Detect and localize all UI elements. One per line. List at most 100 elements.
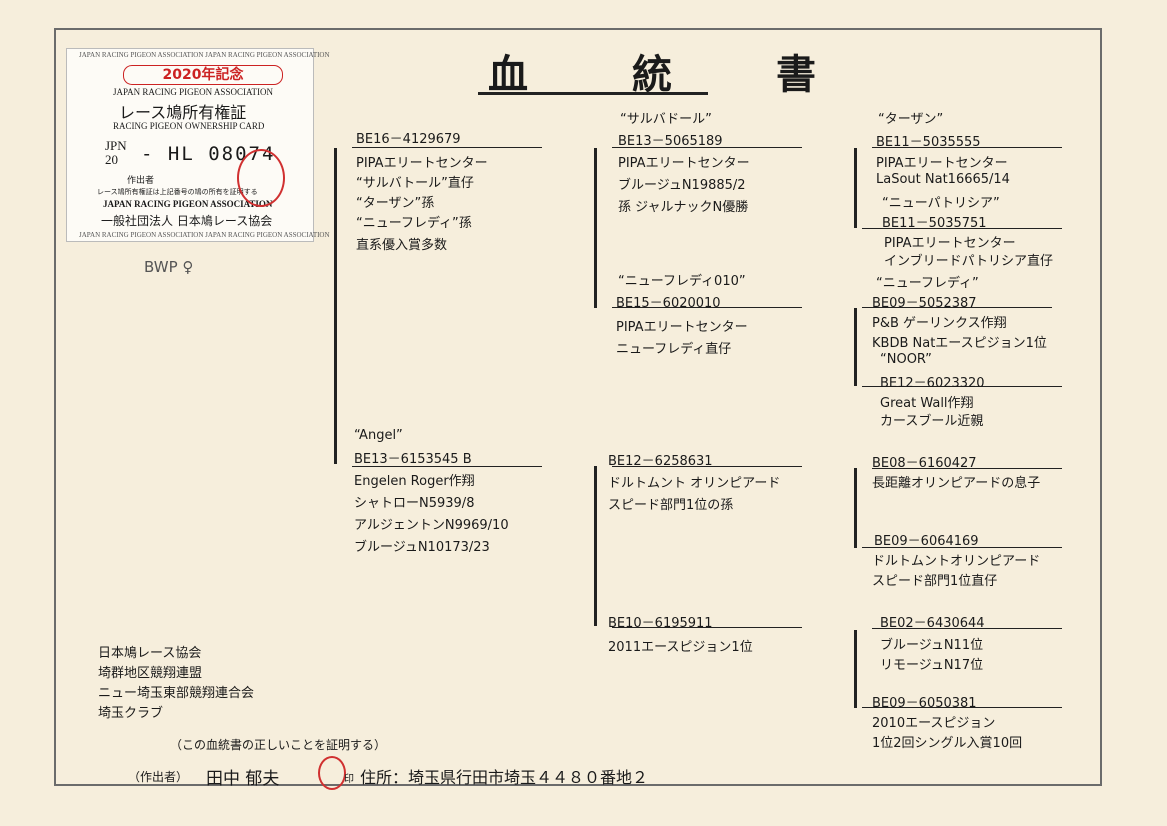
dam-ring: BE13－6153545 B xyxy=(354,452,472,467)
underline-sdd xyxy=(862,386,1062,387)
underline-sire xyxy=(352,147,542,148)
underline-sss xyxy=(872,147,1062,148)
card-border-text-top: JAPAN RACING PIGEON ASSOCIATION JAPAN RA… xyxy=(79,51,330,59)
ownership-card: JAPAN RACING PIGEON ASSOCIATION JAPAN RA… xyxy=(66,48,330,242)
dd-ring: BE10－6195911 xyxy=(608,616,713,631)
dam-name: “Angel” xyxy=(354,428,403,443)
underline-dd xyxy=(612,627,802,628)
card-maker-label: 作出者 xyxy=(127,175,155,185)
page-title: 血 統 書 xyxy=(488,52,848,98)
sdd-line-2: カースブール近親 xyxy=(880,414,984,429)
ds-line-1: ドルトムント オリンピアード xyxy=(608,476,781,491)
org-3: ニュー埼玉東部競翔連合会 xyxy=(98,686,255,701)
underline-ddd xyxy=(862,707,1062,708)
dds-ring: BE02－6430644 xyxy=(880,616,985,631)
sd-line-1: PIPAエリートセンター xyxy=(616,320,748,335)
sd-name: “ニューフレディ010” xyxy=(618,274,746,289)
underline-dsd xyxy=(862,547,1062,548)
sdd-ring: BE12－6023320 xyxy=(880,376,985,391)
document-frame xyxy=(54,28,1102,786)
card-border-text-bottom: JAPAN RACING PIGEON ASSOCIATION JAPAN RA… xyxy=(79,231,330,239)
card-note: レース鳩所有権証は上記番号の鳩の所有を証明する xyxy=(97,188,258,196)
maker-label: （作出者） xyxy=(128,770,189,784)
ddd-ring: BE09－6050381 xyxy=(872,696,977,711)
connector-ss-sd xyxy=(594,148,597,308)
card-assoc-jp: 一般社団法人 日本鳩レース協会 xyxy=(101,214,273,228)
connector-sss-ssd xyxy=(854,148,857,228)
dam-line-3: アルジェントンN9969/10 xyxy=(354,518,509,533)
card-2020-stamp: 2020年記念 xyxy=(123,65,283,85)
underline-ss xyxy=(612,147,802,148)
sss-line-2: LaSout Nat16665/14 xyxy=(876,172,1010,187)
underline-sds xyxy=(862,307,1052,308)
connector-dss-dsd xyxy=(854,468,857,548)
ss-line-2: ブルージュN19885/2 xyxy=(618,178,746,193)
sss-ring: BE11－5035555 xyxy=(876,135,981,150)
sds-line-1: P&B ゲーリンクス作翔 xyxy=(872,316,1007,331)
card-ring-number: - HL 08074 xyxy=(141,143,276,165)
connector-sds-sdd xyxy=(854,308,857,386)
ssd-line-1: PIPAエリートセンター xyxy=(884,236,1016,251)
sds-line-2: KBDB Natエースピジョン1位 xyxy=(872,336,1047,351)
sire-line-4: “ニューフレディ”孫 xyxy=(356,216,472,231)
org-4: 埼玉クラブ xyxy=(98,706,164,721)
card-assoc-en: JAPAN RACING PIGEON ASSOCIATION xyxy=(113,87,273,97)
sire-line-3: “ターザン”孫 xyxy=(356,196,435,211)
connector-sire-dam xyxy=(334,148,337,464)
maker-name: 田中 郁夫 xyxy=(206,769,280,789)
dss-ring: BE08－6160427 xyxy=(872,456,977,471)
address: 住所：埼玉県行田市埼玉４４８０番地２ xyxy=(360,768,649,787)
dsd-line-1: ドルトムントオリンピアード xyxy=(872,554,1041,569)
sd-ring: BE15－6020010 xyxy=(616,296,721,311)
card-subtitle: RACING PIGEON OWNERSHIP CARD xyxy=(113,121,265,131)
ssd-line-2: インブリードパトリシア直仔 xyxy=(884,254,1054,269)
underline-ssd xyxy=(862,228,1062,229)
sdd-line-1: Great Wall作翔 xyxy=(880,396,974,411)
ss-ring: BE13－5065189 xyxy=(618,134,723,149)
dam-line-4: ブルージュN10173/23 xyxy=(354,540,490,555)
sds-ring: BE09－5052387 xyxy=(872,296,977,311)
sire-line-1: PIPAエリートセンター xyxy=(356,156,488,171)
dds-line-1: ブルージュN11位 xyxy=(880,638,984,653)
dss-line-1: 長距離オリンピアードの息子 xyxy=(872,476,1041,491)
certification-note: （この血統書の正しいことを証明する） xyxy=(170,738,387,752)
maker-seal-stamp xyxy=(318,756,346,790)
ddd-line-1: 2010エースピジョン xyxy=(872,716,996,731)
dd-line-1: 2011エースピジョン1位 xyxy=(608,640,753,655)
sdd-name: “NOOR” xyxy=(880,352,932,367)
ss-line-3: 孫 ジャルナックN優勝 xyxy=(618,200,749,215)
card-ring-prefix: JPN 20 xyxy=(105,138,127,167)
card-assoc-en-2: JAPAN RACING PIGEON ASSOCIATION xyxy=(103,199,273,209)
sss-line-1: PIPAエリートセンター xyxy=(876,156,1008,171)
sire-line-5: 直系優入賞多数 xyxy=(356,238,448,253)
dam-line-2: シャトローN5939/8 xyxy=(354,496,475,511)
underline-dss xyxy=(872,468,1062,469)
underline-dam xyxy=(352,466,542,467)
sss-name: “ターザン” xyxy=(878,112,944,127)
title-underline xyxy=(478,92,708,95)
ds-line-2: スピード部門1位の孫 xyxy=(608,498,734,513)
connector-ds-dd xyxy=(594,466,597,626)
sire-ring: BE16－4129679 xyxy=(356,132,461,147)
sd-line-2: ニューフレディ直仔 xyxy=(616,342,732,357)
sds-name: “ニューフレディ” xyxy=(876,276,979,291)
org-2: 埼群地区競翔連盟 xyxy=(98,666,203,681)
org-1: 日本鳩レース協会 xyxy=(98,646,202,661)
ss-line-1: PIPAエリートセンター xyxy=(618,156,750,171)
ds-ring: BE12－6258631 xyxy=(608,454,713,469)
dam-line-1: Engelen Roger作翔 xyxy=(354,474,475,489)
card-title: レース鳩所有権証 xyxy=(119,103,247,122)
dds-line-2: リモージュN17位 xyxy=(880,658,984,673)
dsd-ring: BE09－6064169 xyxy=(874,534,979,549)
ssd-name: “ニューパトリシア” xyxy=(882,196,1000,211)
handwritten-note: BWP ♀ xyxy=(144,258,194,276)
underline-dds xyxy=(872,628,1062,629)
seal-label: 印 xyxy=(344,774,354,785)
underline-ds xyxy=(612,466,802,467)
underline-sd xyxy=(612,307,802,308)
ddd-line-2: 1位2回シングル入賞10回 xyxy=(872,736,1023,751)
connector-dds-ddd xyxy=(854,630,857,708)
ss-name: “サルバドール” xyxy=(620,112,712,127)
card-seal-stamp xyxy=(237,149,285,207)
sire-line-2: “サルバトール”直仔 xyxy=(356,176,474,191)
